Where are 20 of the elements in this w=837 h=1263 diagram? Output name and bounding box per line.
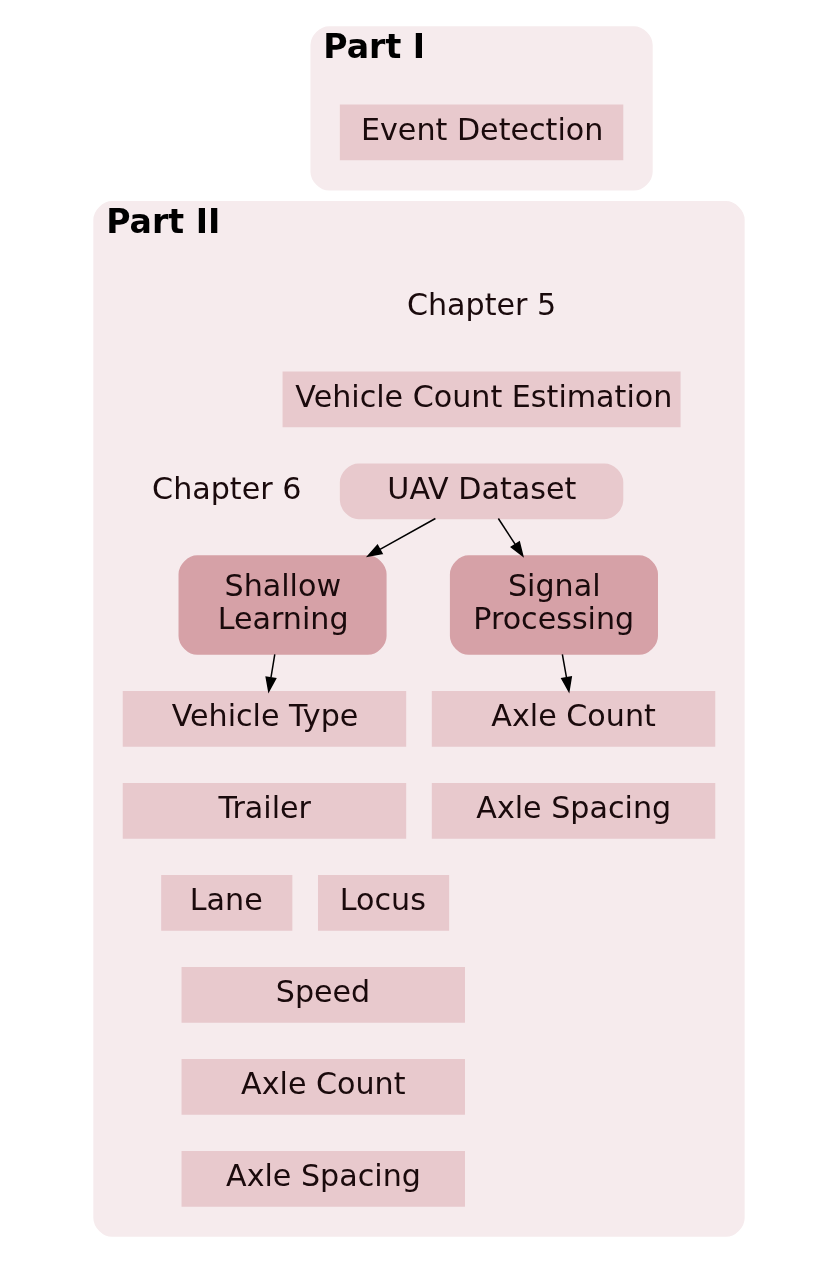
arrow bbox=[365, 517, 436, 558]
arrow bbox=[264, 653, 277, 694]
node-box: Lane bbox=[160, 875, 292, 931]
label: Chapter 5 bbox=[406, 286, 556, 322]
node-box: Shallow Learning bbox=[178, 555, 387, 655]
node-box: Locus bbox=[317, 875, 449, 931]
node-box: Event Detection bbox=[339, 104, 623, 161]
node-box: Axle Count bbox=[431, 691, 715, 747]
label: Chapter 6 bbox=[151, 470, 301, 506]
node-box: Speed bbox=[181, 966, 465, 1023]
node-box: UAV Dataset bbox=[339, 463, 623, 520]
node-box: Axle Spacing bbox=[431, 783, 715, 839]
arrow bbox=[560, 653, 572, 694]
node-box: Trailer bbox=[122, 783, 406, 839]
arrow bbox=[497, 517, 524, 558]
node-box: Vehicle Count Estimation bbox=[282, 371, 681, 428]
node-box: Vehicle Type bbox=[122, 691, 406, 747]
node-box: Axle Count bbox=[181, 1058, 465, 1115]
node-box: Signal Processing bbox=[449, 555, 658, 655]
node-box: Axle Spacing bbox=[181, 1150, 465, 1207]
